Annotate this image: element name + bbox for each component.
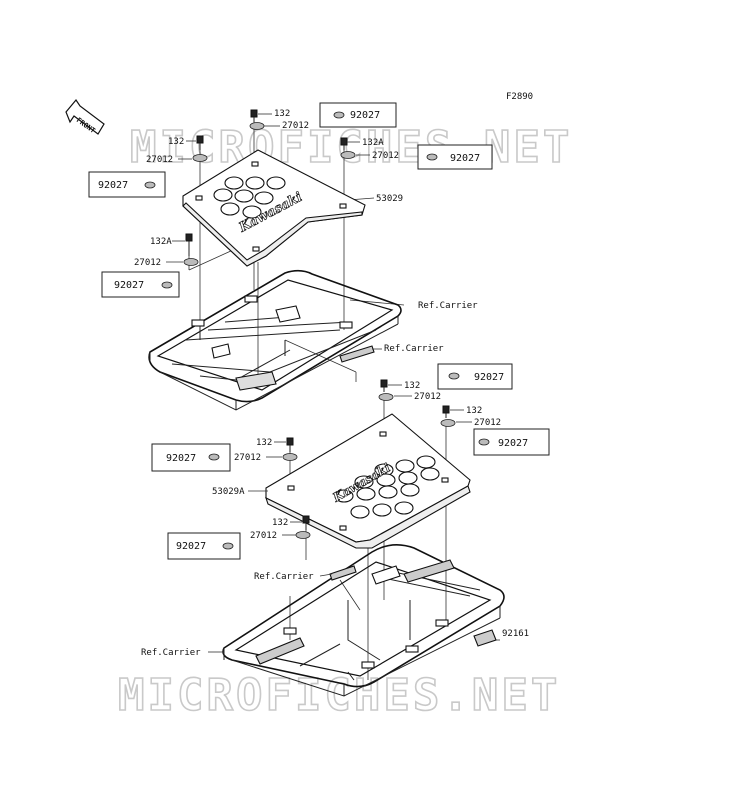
bolt-icon bbox=[286, 437, 294, 452]
callout-ref-carrier: Ref.Carrier bbox=[141, 648, 201, 658]
callout-ref-carrier: Ref.Carrier bbox=[384, 344, 444, 354]
callout-92027: 92027 bbox=[176, 541, 206, 552]
bolt-icon bbox=[250, 109, 258, 122]
diagram-code: F2890 bbox=[506, 92, 533, 102]
washer-icon bbox=[282, 453, 298, 461]
callout-27012: 27012 bbox=[414, 392, 441, 402]
callout-92027: 92027 bbox=[498, 438, 528, 449]
lower-callouts: 92027 132 27012 132 27012 92027 132 2701… bbox=[141, 363, 550, 658]
callout-27012: 27012 bbox=[250, 531, 277, 541]
upper-callouts: 132 27012 132 27012 92027 132A 27012 920… bbox=[88, 102, 493, 354]
callout-92027: 92027 bbox=[474, 372, 504, 383]
washer-icon bbox=[340, 151, 356, 159]
callout-132: 132 bbox=[168, 137, 184, 147]
callout-53029A: 53029A bbox=[212, 487, 245, 497]
callout-132: 132 bbox=[272, 518, 288, 528]
pad-icon bbox=[473, 629, 497, 647]
callout-132: 132 bbox=[404, 381, 420, 391]
bolt-icon bbox=[340, 137, 348, 150]
grommet-icon bbox=[339, 345, 375, 363]
bolt-icon bbox=[196, 135, 204, 150]
bolt-icon bbox=[380, 379, 388, 392]
washer-icon bbox=[249, 122, 265, 130]
front-carrier-frame bbox=[222, 544, 505, 697]
callout-92027: 92027 bbox=[98, 180, 128, 191]
callout-27012: 27012 bbox=[474, 418, 501, 428]
washer-icon bbox=[295, 531, 311, 539]
bolt-icon bbox=[185, 233, 193, 256]
rear-carrier-plate: Kawasaki bbox=[182, 149, 366, 267]
callout-27012: 27012 bbox=[146, 155, 173, 165]
lower-hardware bbox=[282, 379, 497, 647]
grommet-icon bbox=[329, 565, 357, 581]
washer-icon bbox=[378, 393, 394, 401]
callout-27012: 27012 bbox=[372, 151, 399, 161]
callout-92161: 92161 bbox=[502, 629, 529, 639]
watermark-bottom: MICROFICHES.NET bbox=[118, 670, 560, 721]
bolt-icon bbox=[302, 515, 310, 530]
bolt-icon bbox=[442, 405, 450, 418]
callout-132A: 132A bbox=[150, 237, 172, 247]
callout-92027: 92027 bbox=[114, 280, 144, 291]
upper-hardware bbox=[183, 109, 375, 363]
rear-carrier-frame bbox=[148, 269, 402, 411]
callout-132: 132 bbox=[256, 438, 272, 448]
callout-132A: 132A bbox=[362, 138, 384, 148]
front-carrier-plate: Kawasaki bbox=[265, 413, 471, 549]
front-arrow-icon: FRONT bbox=[65, 98, 105, 135]
callout-92027: 92027 bbox=[350, 110, 380, 121]
callout-132: 132 bbox=[466, 406, 482, 416]
callout-53029: 53029 bbox=[376, 194, 403, 204]
callout-ref-carrier: Ref.Carrier bbox=[254, 572, 314, 582]
callout-27012: 27012 bbox=[282, 121, 309, 131]
callout-92027: 92027 bbox=[450, 153, 480, 164]
callout-92027: 92027 bbox=[166, 453, 196, 464]
callout-27012: 27012 bbox=[134, 258, 161, 268]
washer-icon bbox=[440, 419, 456, 427]
washer-icon bbox=[183, 258, 199, 266]
callout-132: 132 bbox=[274, 109, 290, 119]
washer-icon bbox=[192, 154, 208, 162]
callout-27012: 27012 bbox=[234, 453, 261, 463]
watermark-top: MICROFICHES.NET bbox=[130, 122, 572, 173]
callout-ref-carrier: Ref.Carrier bbox=[418, 301, 478, 311]
